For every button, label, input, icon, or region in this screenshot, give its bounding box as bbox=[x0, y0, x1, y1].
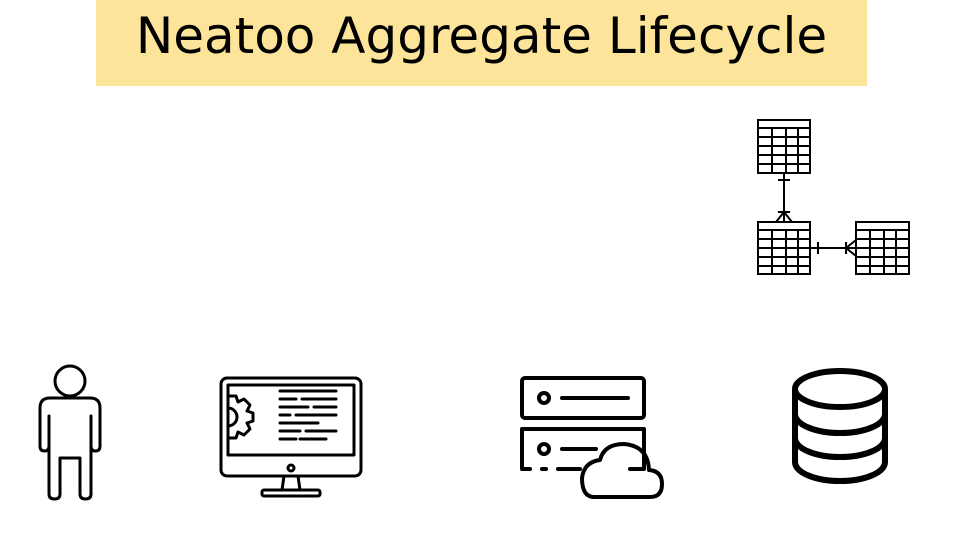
page-title: Neatoo Aggregate Lifecycle bbox=[135, 7, 828, 65]
computer-settings-icon bbox=[216, 374, 366, 502]
database-icon bbox=[788, 366, 892, 492]
database-tables-icon bbox=[752, 116, 914, 280]
person-icon bbox=[36, 362, 106, 504]
server-cloud-icon bbox=[516, 374, 670, 504]
title-banner: Neatoo Aggregate Lifecycle bbox=[96, 0, 867, 86]
